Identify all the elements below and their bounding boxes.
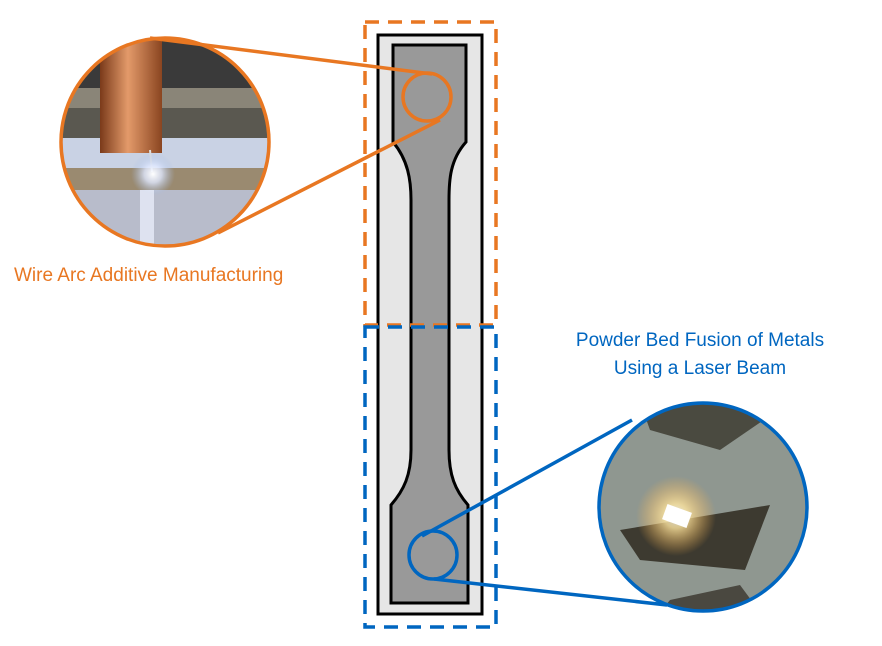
pbf-photo — [599, 403, 807, 611]
pbf-detail-circle — [407, 529, 459, 581]
waam-region-box — [363, 20, 498, 327]
pbf-region-box — [363, 325, 498, 629]
waam-detail-circle — [401, 71, 453, 123]
pbf-label-line2: Using a Laser Beam — [613, 358, 787, 379]
pbf-label-line1: Powder Bed Fusion of Metals — [575, 330, 825, 351]
waam-photo-circle — [59, 36, 271, 248]
waam-label: Wire Arc Additive Manufacturing — [14, 265, 284, 286]
pbf-photo-circle — [597, 401, 809, 613]
pbf-label: Powder Bed Fusion of Metals Using a Lase… — [540, 327, 860, 383]
dogbone-specimen — [389, 43, 470, 605]
